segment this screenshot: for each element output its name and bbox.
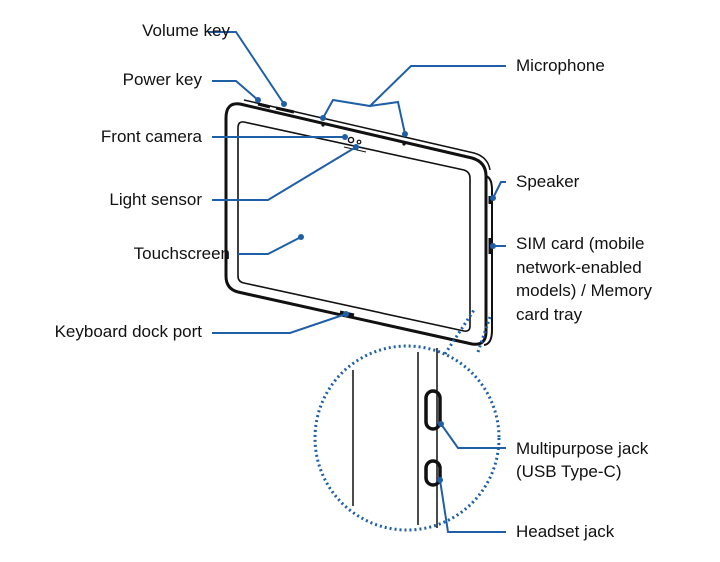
leader-microphone <box>322 65 506 119</box>
multipurpose-jack-label: Multipurpose jack (USB Type-C) <box>516 437 648 483</box>
power-key-label: Power key <box>122 70 202 89</box>
leader-keyboard-dock <box>212 313 347 334</box>
mic-hole-left <box>321 123 325 127</box>
leader-touchscreen <box>238 236 302 255</box>
sim-card-label-line: models) / Memory <box>516 281 653 300</box>
sim-card-label-line: SIM card (mobile <box>516 234 645 253</box>
mic-hole-right <box>402 142 406 146</box>
tablet-outer-shell <box>224 102 488 346</box>
tablet-top-edge <box>243 99 491 171</box>
keyboard-dock-port-label: Keyboard dock port <box>54 322 202 341</box>
power-key-shape <box>257 102 271 109</box>
microphone-label: Microphone <box>516 56 605 75</box>
tablet-side-edge <box>483 175 493 346</box>
light-sensor-dot <box>356 139 362 145</box>
leader-power <box>212 80 259 101</box>
leader-light-sensor <box>212 146 357 201</box>
volume-key-shape <box>275 106 295 114</box>
leader-dots <box>255 97 496 483</box>
zoom-connector-right <box>476 313 493 353</box>
sim-card-label: SIM card (mobile network-enabled models)… <box>516 232 652 326</box>
light-sensor-label: Light sensor <box>109 190 202 209</box>
headset-jack-label: Headset jack <box>516 522 615 541</box>
leader-microphone-right <box>369 100 406 135</box>
zoom-circle <box>313 344 501 532</box>
leader-headset <box>439 479 506 533</box>
front-camera-label: Front camera <box>100 127 202 146</box>
speaker-label: Speaker <box>516 172 580 191</box>
leader-speaker <box>492 181 506 199</box>
headset-port <box>424 459 442 487</box>
tablet-screen <box>237 121 471 332</box>
zoom-connector-left <box>443 309 476 355</box>
zoom-detail <box>313 309 501 532</box>
touchscreen-label: Touchscreen <box>133 244 230 263</box>
front-camera-lens <box>347 136 355 144</box>
sim-card-label-line: card tray <box>516 304 583 324</box>
volume-key-label: Volume key <box>142 21 230 40</box>
multipurpose-jack-label-line: Multipurpose jack <box>516 439 649 458</box>
leader-volume <box>208 31 285 105</box>
sim-card-label-line: network-enabled <box>516 257 642 277</box>
leader-lines <box>208 31 506 533</box>
usb-c-port <box>424 389 442 431</box>
multipurpose-jack-label-line: (USB Type-C) <box>516 462 622 481</box>
leader-multipurpose <box>440 423 506 449</box>
